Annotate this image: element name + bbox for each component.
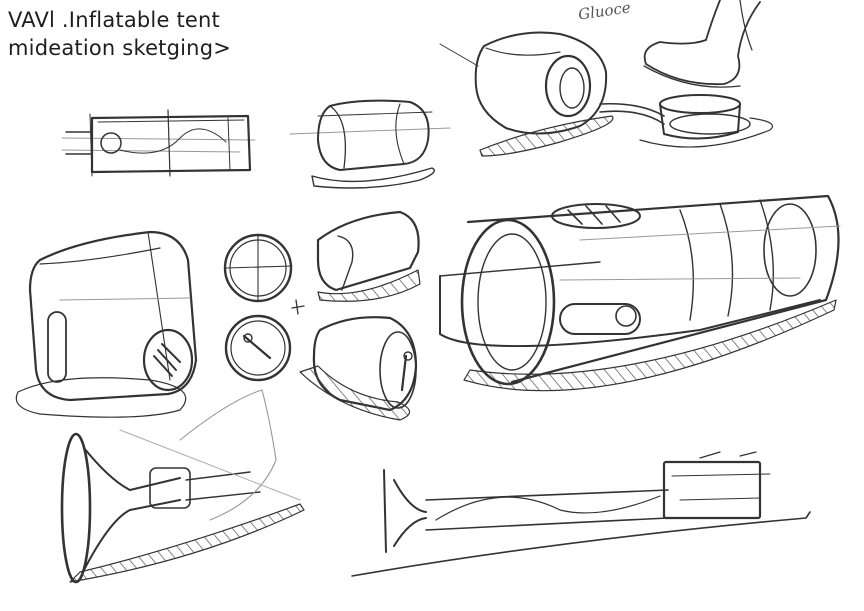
- sketch-side-view-box: [61, 109, 256, 177]
- sketch-pump-device: [439, 0, 774, 157]
- title-line-2: mideation sketging>: [8, 36, 232, 60]
- sketch-main-capsule: [439, 194, 841, 392]
- title-line-1: VAVl .Inflatable tent: [8, 8, 220, 32]
- sketch-mini-pods: [299, 210, 421, 421]
- sketch-valve-circles: [223, 233, 305, 382]
- sketch-trumpet-valve: [60, 389, 305, 584]
- sketch-long-valve: [351, 451, 811, 577]
- sheet-title: VAVl .Inflatable tent mideation sketging…: [8, 6, 231, 62]
- sketch-boxy-pod: [15, 230, 198, 418]
- sketch-rounded-pod: [289, 99, 451, 189]
